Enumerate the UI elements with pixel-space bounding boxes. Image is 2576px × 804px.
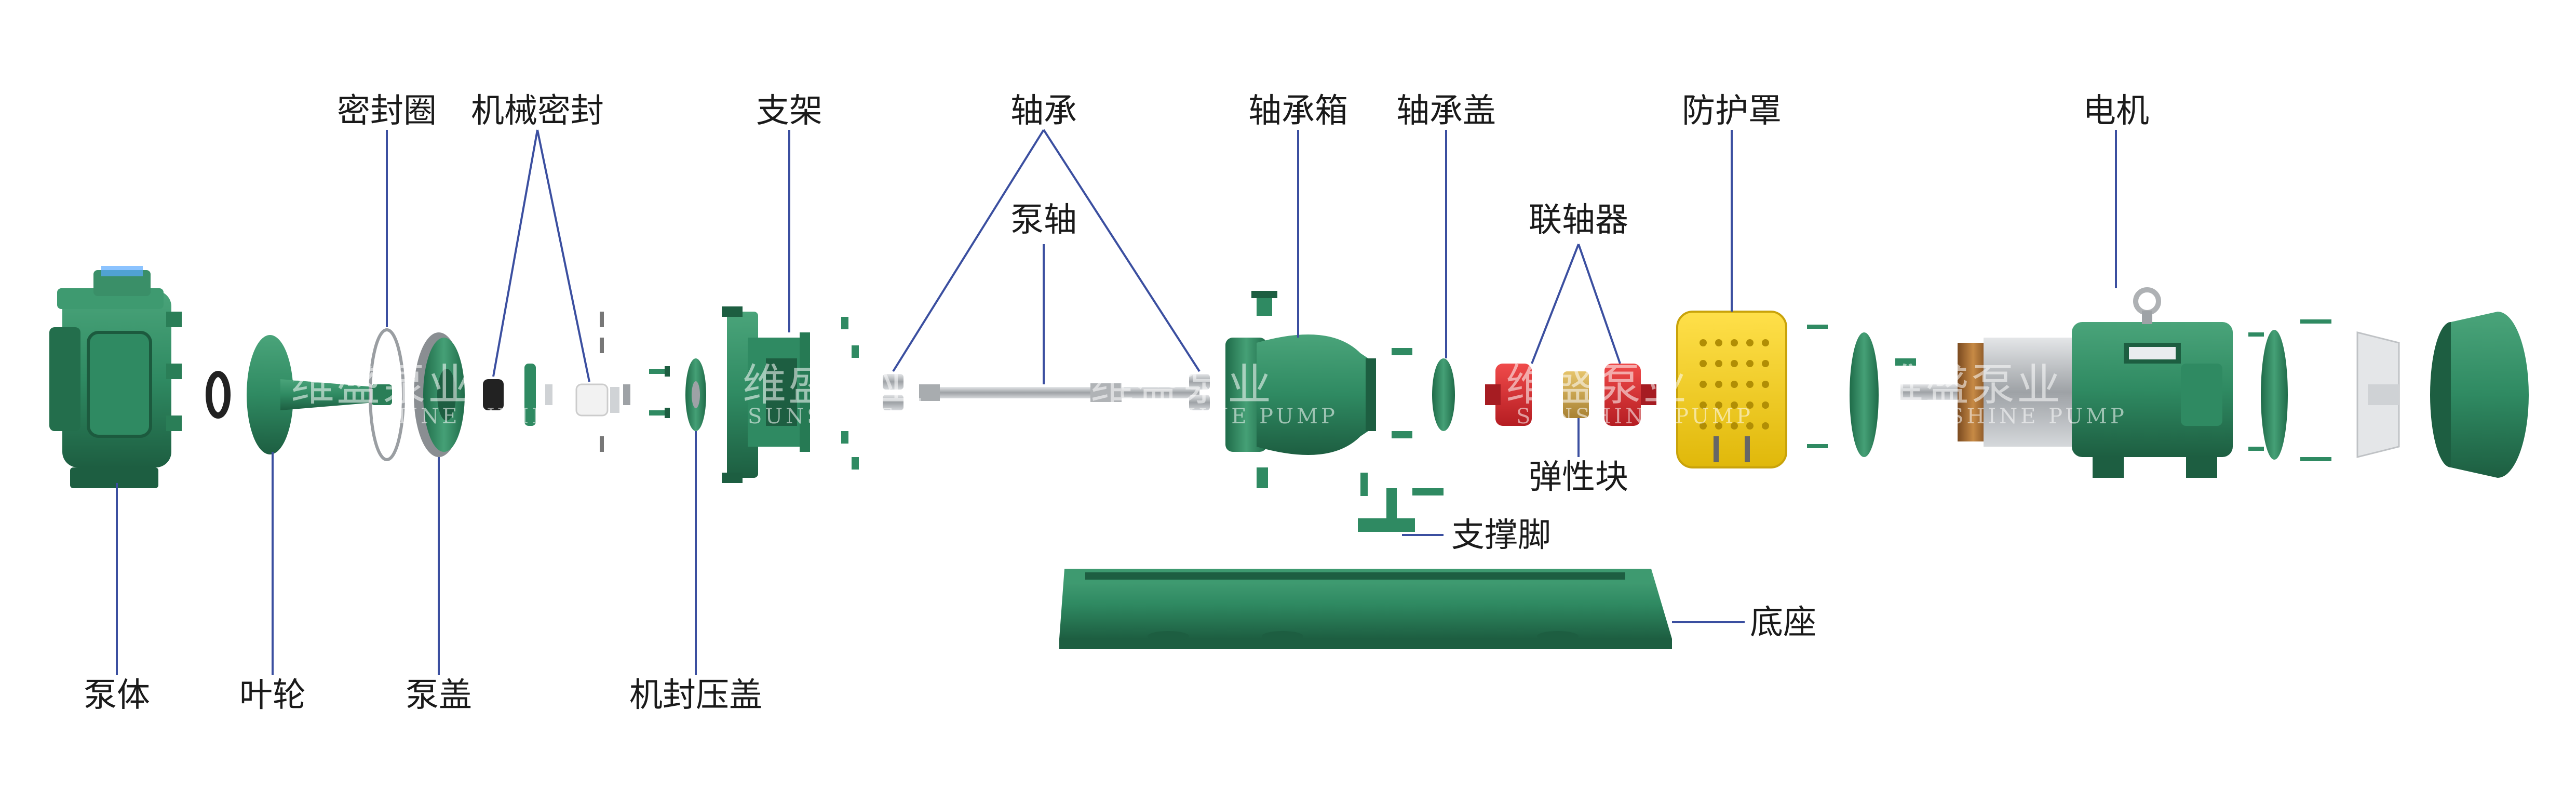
guard-holes <box>1700 339 1769 430</box>
bearing-box-part <box>1225 291 1376 488</box>
fan-part <box>2356 331 2400 458</box>
leader-mech-seal-a <box>492 129 538 377</box>
leader-lines <box>116 129 2117 675</box>
bearing-left <box>883 374 903 410</box>
guard-part <box>1676 311 1787 468</box>
base-part <box>1059 569 1672 649</box>
watermark-text-en-2: SUNSHINE PUMP <box>748 405 985 428</box>
watermark-text-1: 维盛泵业 <box>291 359 474 410</box>
label-seal-ring: 密封圈 <box>337 92 437 130</box>
label-bearing: 轴承 <box>1010 92 1077 130</box>
label-pump-cover: 泵盖 <box>406 676 472 715</box>
label-support-foot: 支撑脚 <box>1451 516 1551 555</box>
leader-mech-seal-b <box>536 129 590 382</box>
leader-coupling-a <box>1531 244 1580 364</box>
motor-part <box>1900 287 2233 478</box>
label-coupling: 联轴器 <box>1529 201 1628 239</box>
watermark: 维盛泵业 SUNSHINE PUMP 维盛泵业 SUNSHINE PUMP 维盛… <box>291 359 2127 428</box>
label-elastic-block: 弹性块 <box>1529 458 1628 497</box>
watermark-text-en-5: SUNSHINE PUMP <box>1890 405 2127 428</box>
label-pump-shaft: 泵轴 <box>1010 201 1077 239</box>
bearing-cover-part <box>1432 358 1455 431</box>
watermark-text-3: 维盛泵业 <box>1090 359 1273 410</box>
label-impeller: 叶轮 <box>239 676 306 715</box>
bracket-bolts <box>841 317 859 470</box>
watermark-text-2: 维盛泵业 <box>743 359 925 410</box>
leader-bearing-a <box>892 129 1045 372</box>
gland-bolts <box>649 366 670 418</box>
label-guard: 防护罩 <box>1682 92 1782 130</box>
watermark-text-en-3: SUNSHINE PUMP <box>1101 405 1338 428</box>
label-mechanical-seal: 机械密封 <box>471 92 604 130</box>
label-motor: 电机 <box>2083 92 2149 130</box>
pump-cover-part <box>414 332 465 457</box>
o-ring-small <box>206 371 231 419</box>
watermark-text-4: 维盛泵业 <box>1506 359 1689 410</box>
fan-cover-part <box>2430 312 2529 478</box>
watermark-text-en-1: SUNSHINE PUMP <box>312 405 549 428</box>
label-seal-gland: 机封压盖 <box>629 676 762 715</box>
impeller-part <box>247 335 392 454</box>
coupling-right <box>1604 364 1656 426</box>
bearing-cover-bolts <box>1392 348 1412 438</box>
part-labels: 泵体 叶轮 泵盖 密封圈 机械密封 机封压盖 支架 轴承 泵轴 轴承箱 轴承盖 … <box>84 92 2149 715</box>
motor-rear-parts <box>2248 319 2331 461</box>
pump-body-part <box>49 266 182 488</box>
label-bracket: 支架 <box>756 92 822 130</box>
leader-coupling-b <box>1577 244 1621 364</box>
seal-gland-part <box>685 358 706 431</box>
support-foot-part <box>1358 473 1444 532</box>
motor-front-flange <box>1807 325 1916 457</box>
watermark-text-5: 维盛泵业 <box>1880 359 2062 410</box>
bracket-part <box>722 306 810 483</box>
label-base: 底座 <box>1750 604 1816 642</box>
label-bearing-box: 轴承箱 <box>1248 92 1348 130</box>
pump-shaft-part <box>919 383 1199 402</box>
elastic-block-part <box>1563 371 1589 418</box>
label-bearing-cover: 轴承盖 <box>1396 92 1496 130</box>
leader-bearing-b <box>1043 129 1201 372</box>
seal-ring-part <box>369 328 405 461</box>
mechanical-seal-part <box>483 312 630 452</box>
label-pump-body: 泵体 <box>84 676 150 715</box>
coupling-left <box>1485 364 1532 426</box>
watermark-text-en-4: SUNSHINE PUMP <box>1516 405 1754 428</box>
bearing-right <box>1189 374 1210 410</box>
